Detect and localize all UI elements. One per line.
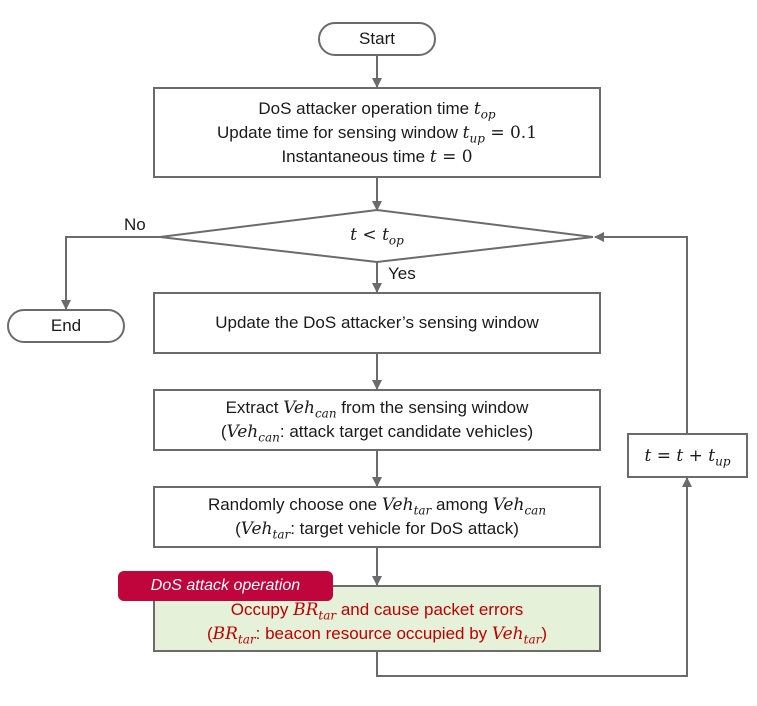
update-window-label: Update the DoS attacker’s sensing window — [215, 313, 539, 332]
arrow-decision-end — [61, 236, 160, 310]
increment-box: t = t + tup — [627, 433, 748, 478]
attack-operation-tag: DoS attack operation — [118, 571, 333, 601]
start-terminal: Start — [318, 22, 436, 56]
attack-line-1: Occupy BRtar and cause packet errors — [230, 599, 524, 622]
choose-line-1: Randomly choose one Vehtar among Vehcan — [207, 495, 547, 518]
end-label: End — [50, 316, 82, 335]
choose-box: Randomly choose one Vehtar among Vehcan … — [153, 486, 601, 548]
start-label: Start — [359, 29, 395, 48]
end-terminal: End — [7, 309, 125, 343]
arrow-increment-decision — [594, 232, 688, 433]
extract-box: Extract Vehcan from the sensing window (… — [153, 389, 601, 451]
no-label: No — [124, 215, 146, 234]
increment-formula: t = t + tup — [644, 445, 731, 468]
attack-line-2: (BRtar: beacon resource occupied by Veht… — [206, 623, 548, 646]
decision-diamond — [159, 208, 594, 264]
init-line-1: DoS attacker operation time top — [258, 98, 496, 121]
init-line-2: Update time for sensing window tup = 0.1 — [216, 122, 538, 145]
yes-label: Yes — [388, 264, 416, 283]
init-process-box: DoS attacker operation time top Update t… — [153, 87, 601, 178]
init-line-3: Instantaneous time t = 0 — [281, 146, 473, 167]
extract-line-2: (Vehcan: attack target candidate vehicle… — [220, 422, 534, 445]
update-window-box: Update the DoS attacker’s sensing window — [153, 292, 601, 354]
extract-line-1: Extract Vehcan from the sensing window — [225, 398, 529, 421]
choose-line-2: (Vehtar: target vehicle for DoS attack) — [235, 519, 519, 542]
arrow-attack-increment — [376, 477, 692, 677]
decision-condition: t < top — [350, 225, 404, 248]
